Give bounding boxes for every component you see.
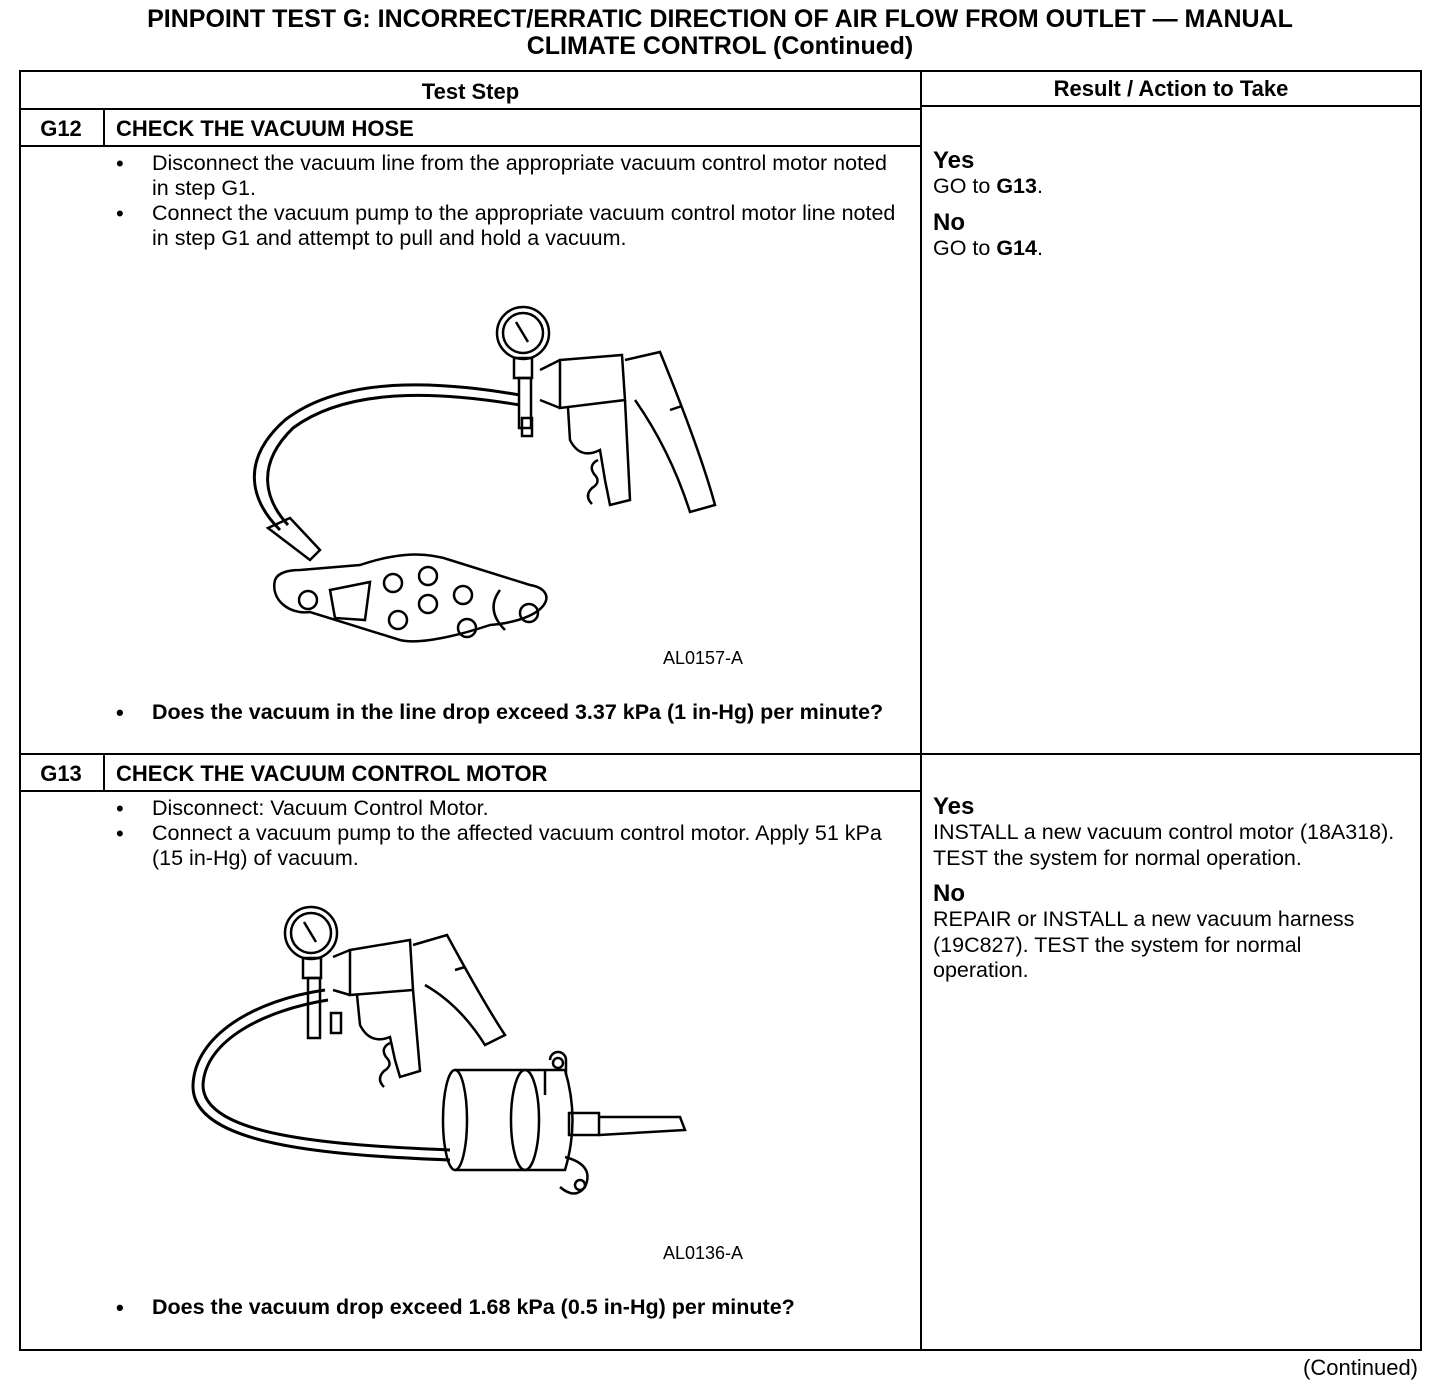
- instruction-item: Disconnect the vacuum line from the appr…: [116, 151, 896, 201]
- header-divider-right: [920, 105, 1422, 107]
- instruction-item: Connect the vacuum pump to the appropria…: [116, 201, 896, 251]
- result-g12: Yes GO to G13. No GO to G14.: [933, 148, 1403, 271]
- step-question: Does the vacuum drop exceed 1.68 kPa (0.…: [116, 1295, 896, 1320]
- g12-title-divider: [19, 145, 922, 147]
- step-link-g13[interactable]: G13: [996, 174, 1037, 198]
- page-title: PINPOINT TEST G: INCORRECT/ERRATIC DIREC…: [20, 6, 1420, 60]
- vacuum-pump-hose-illustration: [252, 305, 717, 643]
- step-id: G13: [40, 761, 82, 786]
- step-link-g14[interactable]: G14: [996, 235, 1037, 260]
- result-no-label: No: [933, 880, 965, 907]
- instruction-item: Disconnect: Vacuum Control Motor.: [116, 796, 906, 821]
- result-yes-label: Yes: [933, 793, 975, 820]
- figure-label: AL0157-A: [663, 648, 744, 668]
- result-yes-action: INSTALL a new vacuum control motor (18A3…: [933, 820, 1395, 870]
- result-g13: Yes INSTALL a new vacuum control motor (…: [933, 794, 1403, 994]
- step-id: G12: [40, 116, 82, 141]
- row-divider-g12-g13: [19, 753, 1422, 755]
- column-divider: [920, 70, 922, 1351]
- result-no-label: No: [933, 208, 965, 236]
- instruction-item: Connect a vacuum pump to the affected va…: [116, 821, 906, 871]
- header-divider-left: [19, 108, 922, 110]
- result-no-action: REPAIR or INSTALL a new vacuum harness (…: [933, 907, 1355, 982]
- page-title-line-2: CLIMATE CONTROL (Continued): [526, 32, 914, 60]
- result-yes-action: GO to G13.: [933, 174, 1043, 198]
- figure-label: AL0136-A: [663, 1243, 744, 1263]
- step-title: CHECK THE VACUUM HOSE: [116, 116, 414, 141]
- header-test-step: Test Step: [421, 79, 520, 104]
- pinpoint-test-table: [19, 70, 1422, 1351]
- step-instructions: Disconnect: Vacuum Control Motor. Connec…: [116, 796, 906, 871]
- page-title-line-1: PINPOINT TEST G: INCORRECT/ERRATIC DIREC…: [147, 5, 1293, 33]
- step-title: CHECK THE VACUUM CONTROL MOTOR: [116, 761, 548, 786]
- step-question: Does the vacuum in the line drop exceed …: [116, 700, 896, 725]
- question-item: Does the vacuum drop exceed 1.68 kPa (0.…: [116, 1295, 896, 1320]
- step-id-divider-g13: [103, 755, 105, 792]
- result-no-action: GO to G14.: [933, 235, 1043, 260]
- vacuum-pump-motor-illustration: [191, 905, 687, 1195]
- continued-note: (Continued): [1303, 1355, 1418, 1380]
- step-instructions: Disconnect the vacuum line from the appr…: [116, 151, 896, 251]
- step-id-divider-g12: [103, 110, 105, 147]
- g13-title-divider: [19, 790, 922, 792]
- question-item: Does the vacuum in the line drop exceed …: [116, 700, 896, 725]
- header-result-action: Result / Action to Take: [1053, 76, 1289, 101]
- result-yes-label: Yes: [933, 147, 975, 174]
